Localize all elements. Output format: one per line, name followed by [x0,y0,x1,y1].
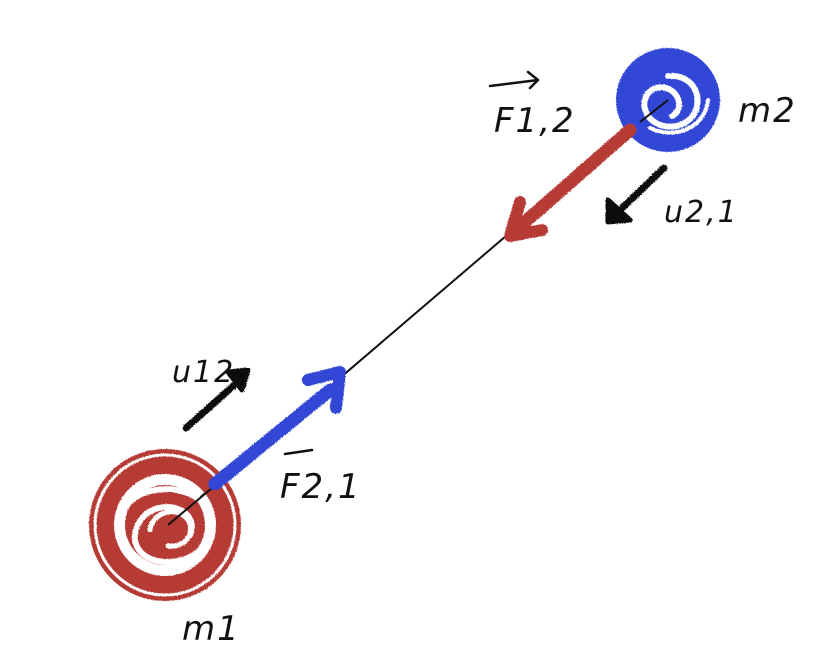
mass-1-core [125,485,205,565]
unit-vector-u21-head [605,197,633,225]
mass-1-ring-outer [92,452,238,598]
unit-vector-u12 [182,367,251,432]
mass-1-ring-gap [93,453,237,597]
unit-vector-u12-head [225,367,251,393]
mass-2-center-tick [639,99,669,123]
mass-1-body [89,449,241,601]
mass-1-swirl-inner [147,509,194,549]
label-u21: u2,1 [664,195,739,230]
force-vector-f21-shaft [208,383,337,491]
force-vector-f12 [504,123,637,242]
unit-vector-u21-shaft [612,164,668,218]
f21-bar-mark [283,448,314,456]
force-vector-f12-shaft [511,123,637,235]
f12-arrow-mark [488,70,540,90]
label-mass-2: m2 [738,91,797,131]
label-f21: F2,1 [280,467,362,507]
label-f12: F1,2 [494,101,576,141]
force-vector-f12-head [504,196,548,242]
mass-1-edge [89,449,241,601]
unit-vector-u12-shaft [182,376,244,432]
unit-vector-u21 [605,164,668,225]
mass-1-center-tick [167,487,213,526]
mass-1-swirl [117,486,214,566]
force-vector-f21 [208,366,346,491]
force-vector-f21-head [302,366,346,414]
label-mass-1: m1 [182,609,241,649]
label-u12: u12 [172,355,235,390]
mass-2-swirl-outer [648,98,710,135]
